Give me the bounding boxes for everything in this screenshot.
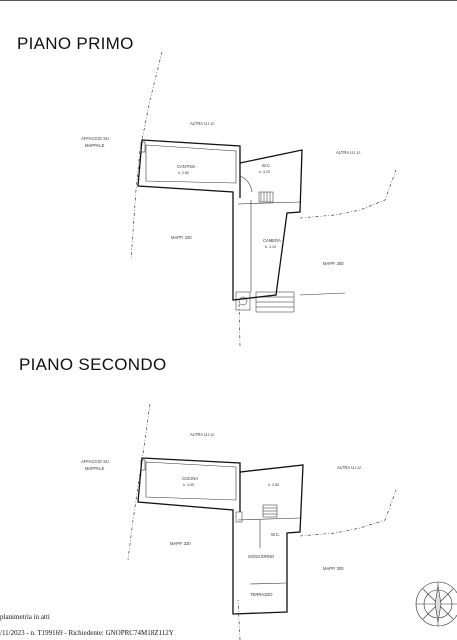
- label-mapp-left-secondo: MAPP. 320: [170, 541, 191, 546]
- label-mapp-left-primo: MAPP. 320: [171, 235, 192, 240]
- label-affaccio-2-primo: MAPPALE: [85, 143, 105, 148]
- label-h-right-secondo: h. 2.80: [268, 483, 279, 487]
- floor-title-piano-secondo: PIANO SECONDO: [19, 355, 167, 374]
- label-altra-top-secondo: ALTRA U.I.U.: [190, 432, 215, 437]
- label-mapp-right-primo: MAPP. 300: [323, 261, 344, 266]
- footer-line-2: /11/2023 - n. T199169 - Richiedente: GNO…: [0, 629, 174, 637]
- label-affaccio-1-secondo: AFFACCIO SU: [81, 459, 109, 464]
- boundary-left-primo: [130, 51, 163, 261]
- page-top-border: [0, 0, 457, 1]
- label-soggiorno-secondo: SOGGIORNO: [248, 554, 275, 559]
- window-left-primo: [140, 141, 146, 153]
- boundary-bottom-secondo: [237, 599, 241, 640]
- label-cucina-secondo: CUCINA: [182, 476, 198, 481]
- label-altra-top-primo: ALTRA U.I.U.: [190, 121, 215, 126]
- boundary-right-primo: [299, 169, 397, 219]
- label-mapp-right-secondo: MAPP. 300: [323, 566, 344, 571]
- walls-inner-cantina: [145, 144, 237, 184]
- partition-soggiorno-top: [237, 517, 301, 521]
- label-wc-height-primo: h. 3.20: [259, 170, 270, 174]
- boundary-bottom-primo: [238, 299, 241, 347]
- compass-rose-icon: [415, 581, 457, 627]
- partition-terrazzo: [249, 582, 287, 585]
- plan-piano-secondo: ALTRA U.I.U. AFFACCIO SU MAPPALE CUCINA …: [81, 403, 397, 640]
- label-cantina-height-primo: h. 2.80: [178, 171, 189, 175]
- stairs-primo: [235, 191, 295, 313]
- label-affaccio-2-secondo: MAPPALE: [85, 466, 105, 471]
- door-swing-primo: [239, 175, 253, 193]
- label-affaccio-1-primo: AFFACCIO SU: [81, 136, 109, 141]
- label-altra-right-primo: ALTRA U.I.U.: [336, 150, 361, 155]
- boundary-left-secondo: [127, 403, 151, 561]
- boundary-short-primo: [299, 292, 346, 296]
- label-altra-right-secondo: ALTRA U.I.U.: [337, 465, 362, 470]
- label-wc-secondo: W.C.: [271, 532, 280, 537]
- label-cantina-primo: CANTINA: [177, 164, 196, 169]
- label-wc-primo: W.C.: [262, 163, 271, 168]
- partition-camera-top: [237, 201, 301, 205]
- walls-outer-secondo: [137, 457, 304, 615]
- footer-line-1: planimetria in atti: [0, 613, 50, 621]
- label-camera-height-primo: h. 3.10: [265, 245, 276, 249]
- floor-title-piano-primo: PIANO PRIMO: [17, 34, 134, 53]
- label-camera-primo: CAMERA: [263, 238, 281, 243]
- boundary-right-secondo: [299, 489, 397, 537]
- label-cucina-height-secondo: h. 3.00: [183, 483, 194, 487]
- stairs-secondo: [235, 504, 278, 523]
- window-left-secondo: [140, 459, 146, 471]
- walls-outer-primo: [137, 139, 303, 301]
- walls-inner-cucina: [145, 461, 237, 501]
- plan-piano-primo: ALTRA U.I.U. AFFACCIO SU MAPPALE CANTINA…: [81, 51, 397, 347]
- label-terrazzo-secondo: TERRAZZO: [250, 592, 273, 597]
